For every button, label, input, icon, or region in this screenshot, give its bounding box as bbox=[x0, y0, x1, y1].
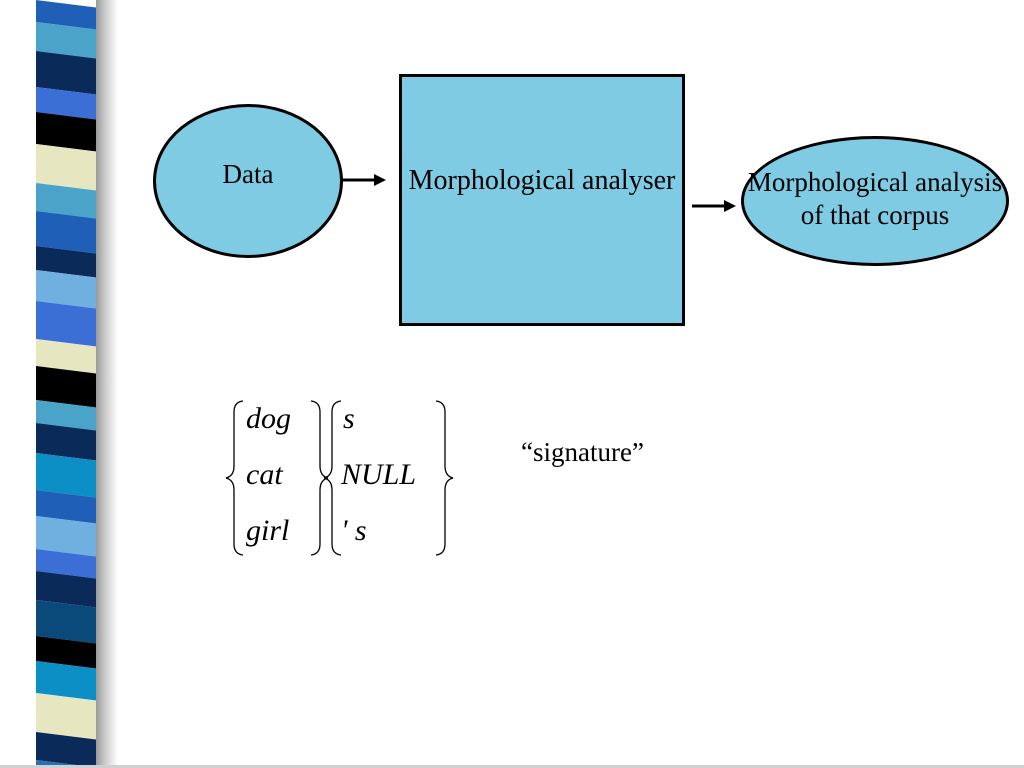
strip-band bbox=[36, 516, 100, 557]
strip-shadow bbox=[96, 0, 118, 768]
strip-band bbox=[36, 490, 100, 524]
output-label: Morphological analysis of that corpus bbox=[747, 167, 1003, 230]
strip-margin bbox=[0, 0, 36, 768]
strip-band bbox=[36, 270, 100, 309]
strip-band bbox=[36, 636, 100, 669]
strip-band bbox=[36, 400, 100, 431]
suffix-null: NULL bbox=[341, 458, 417, 491]
strip-band bbox=[36, 549, 100, 579]
strip-band bbox=[36, 112, 100, 152]
strip-band bbox=[36, 22, 100, 59]
strip-band bbox=[36, 87, 100, 120]
output-node: Morphological analysis of that corpus bbox=[741, 136, 1009, 266]
strip-band bbox=[36, 600, 100, 644]
morphological-analyser-box: Morphological analyser bbox=[399, 74, 685, 326]
data-node-label: Data bbox=[222, 158, 274, 189]
stem-cat: cat bbox=[246, 458, 283, 491]
stem-dog: dog bbox=[246, 402, 291, 435]
stem-girl: girl bbox=[246, 514, 290, 547]
strip-band bbox=[36, 211, 100, 254]
bottom-rule bbox=[0, 765, 1024, 768]
strip-band bbox=[36, 366, 100, 408]
strip-band bbox=[36, 423, 100, 461]
signature-caption: “signature” bbox=[521, 437, 644, 467]
analyser-label: Morphological analyser bbox=[408, 164, 676, 196]
suffixes-right-brace bbox=[435, 400, 454, 556]
strip-band bbox=[36, 453, 100, 498]
strip-band bbox=[36, 339, 100, 374]
strip-band bbox=[36, 246, 100, 278]
suffix-s: s bbox=[343, 402, 355, 435]
strip-band bbox=[36, 732, 100, 768]
strip-band bbox=[36, 301, 100, 347]
strip-band bbox=[36, 693, 100, 740]
arrow-analyser-to-output bbox=[692, 200, 736, 212]
strip-band bbox=[36, 0, 100, 30]
data-node: Data bbox=[153, 104, 343, 258]
strip-band bbox=[36, 51, 100, 95]
strip-band bbox=[36, 571, 100, 608]
strip-band bbox=[36, 183, 100, 219]
strip-band bbox=[36, 661, 100, 701]
arrow-data-to-analyser bbox=[342, 174, 386, 186]
stems-right-brace bbox=[310, 400, 329, 556]
suffix-apostrophe-s: ' s bbox=[341, 514, 367, 547]
suffixes-left-brace bbox=[323, 400, 342, 556]
strip-band bbox=[36, 144, 100, 191]
decorative-side-strip bbox=[0, 0, 100, 768]
stems-left-brace bbox=[225, 400, 244, 556]
